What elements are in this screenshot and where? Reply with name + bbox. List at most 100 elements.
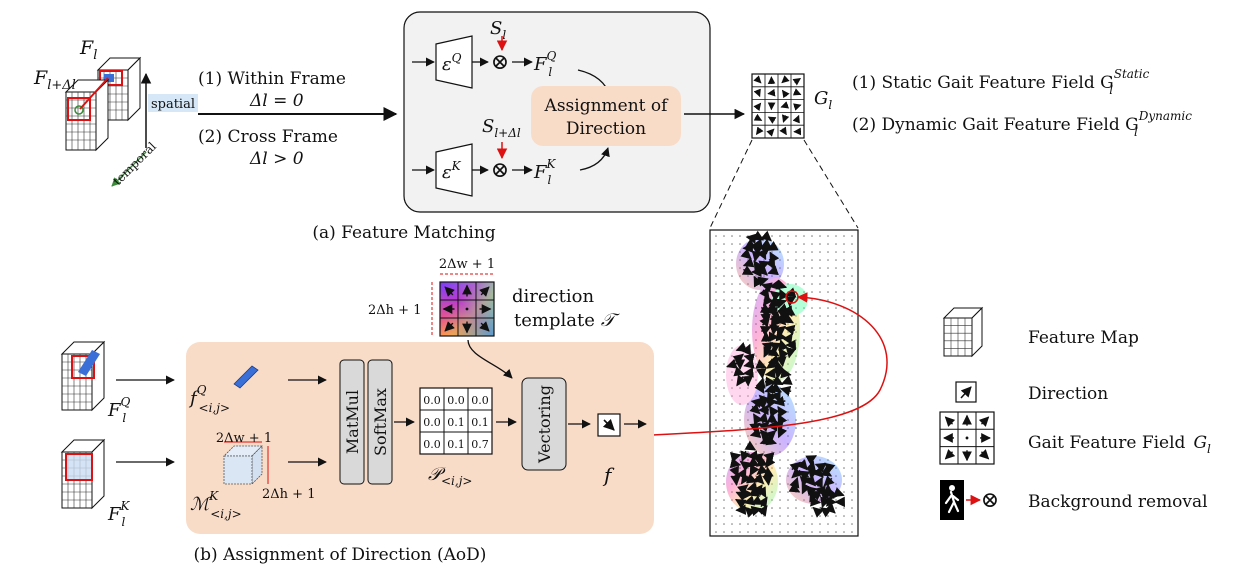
red-link-arrow xyxy=(633,292,888,437)
silhouette-arrow xyxy=(763,345,774,358)
silhouette-arrow xyxy=(756,486,767,498)
silhouette-arrow xyxy=(756,368,767,380)
field-arrow xyxy=(792,114,800,124)
field-arrow xyxy=(781,89,790,99)
grid-arrow xyxy=(479,286,490,297)
encoder-q-icon xyxy=(435,35,473,89)
template-h-label: 2Δh + 1 xyxy=(368,303,421,318)
s-l-label: Sl xyxy=(490,18,506,42)
temporal-label: temporal xyxy=(110,139,159,188)
field-arrow xyxy=(767,116,777,124)
silhouette-arrow xyxy=(777,405,788,418)
legend-feature-map: Feature Map xyxy=(1028,328,1139,348)
silhouette-arrow xyxy=(820,490,832,502)
silhouette-arrow xyxy=(756,398,769,410)
silhouette-arrow xyxy=(810,491,822,501)
caption-a: (a) Feature Matching xyxy=(312,223,495,243)
silhouette-arrow xyxy=(753,275,764,288)
silhouette-arrow xyxy=(757,505,768,517)
encoder-k-icon xyxy=(435,143,473,197)
legend-feature-map-icon xyxy=(942,306,984,358)
silhouette-arrow xyxy=(756,248,767,261)
silhouette-arrow xyxy=(801,482,812,495)
silhouette-arrow xyxy=(782,332,793,345)
silhouette-arrow xyxy=(778,347,789,360)
silhouette-arrow xyxy=(783,324,796,336)
fl-label: Fl xyxy=(79,37,97,63)
silhouette-arrow xyxy=(746,450,758,461)
legend: Feature Map Direction Gait Feature Field… xyxy=(939,306,1211,520)
field-arrow xyxy=(753,102,762,112)
silhouette-arrow xyxy=(761,342,774,352)
spatial-label: spatial xyxy=(151,97,195,112)
fldl-label: Fl+Δl xyxy=(33,67,76,93)
aod-line2: Direction xyxy=(566,119,646,139)
silhouette-arrow xyxy=(735,491,748,502)
fq-cube xyxy=(60,340,106,412)
legend-background-removal-icon xyxy=(940,480,982,520)
silhouette-arrow xyxy=(760,238,773,250)
gait-field-output: Gl (1) Static Gait Feature Field GStatic… xyxy=(751,67,1192,139)
zoom-line-left xyxy=(709,139,753,229)
silhouette-arrow xyxy=(740,450,751,462)
direction-template xyxy=(431,273,513,379)
silhouette-arrow xyxy=(812,506,824,518)
field-arrow xyxy=(753,113,763,121)
softmax-block xyxy=(367,359,393,485)
silhouette-arrow xyxy=(756,264,768,276)
silhouette-arrow xyxy=(762,474,773,486)
silhouette-arrow xyxy=(766,358,778,369)
p-cell-8: 0.7 xyxy=(471,438,489,451)
silhouette-arrow xyxy=(788,482,801,493)
grid-arrow xyxy=(978,449,990,460)
field-arrow xyxy=(766,128,775,137)
vectoring-block xyxy=(521,377,567,471)
silhouette-arrow xyxy=(763,466,774,478)
grid-arrow xyxy=(944,449,956,460)
template-w-label: 2Δw + 1 xyxy=(439,257,495,272)
silhouette-arrow xyxy=(779,385,792,397)
silhouette-arrow xyxy=(782,313,794,324)
p-cell-2: 0.0 xyxy=(471,394,489,407)
mk-h-label: 2Δh + 1 xyxy=(262,487,315,502)
legend-otimes: ⊗ xyxy=(981,488,999,513)
silhouette-arrow xyxy=(764,376,777,388)
silhouette-arrow xyxy=(739,460,752,472)
legend-background-removal: Background removal xyxy=(1028,492,1208,512)
within-frame-label: (1) Within Frame xyxy=(198,69,346,89)
silhouette-arrow xyxy=(775,298,787,309)
silhouette-arrow xyxy=(768,296,779,307)
s-ldl-label: Sl+Δl xyxy=(482,116,521,140)
g-label: Gl xyxy=(814,88,832,112)
matmul-block xyxy=(339,359,365,485)
grid-arrow xyxy=(978,416,990,427)
template-arrows xyxy=(442,284,492,334)
silhouette-arrow xyxy=(744,440,757,451)
grid-arrow xyxy=(444,286,455,297)
silhouette-arrow xyxy=(775,279,788,290)
within-frame-eq: Δl = 0 xyxy=(249,91,304,111)
encoder-q-label: εQ xyxy=(442,51,462,75)
aod-box xyxy=(531,86,681,146)
field-arrow xyxy=(755,126,764,136)
cross-frame-label: (2) Cross Frame xyxy=(198,127,338,147)
silhouette-arrow xyxy=(810,496,822,507)
silhouette-arrow xyxy=(757,411,769,424)
silhouette-arrow xyxy=(781,375,793,385)
silhouette-arrow xyxy=(752,413,764,425)
legend-gait-field-icon xyxy=(939,411,995,465)
p-cell-7: 0.1 xyxy=(447,438,465,451)
silhouette-arrow xyxy=(826,496,838,507)
silhouette-arrow xyxy=(773,368,784,380)
field-arrow xyxy=(780,101,790,109)
vectoring-label: Vectoring xyxy=(535,385,554,464)
silhouette-arrow xyxy=(740,472,752,485)
